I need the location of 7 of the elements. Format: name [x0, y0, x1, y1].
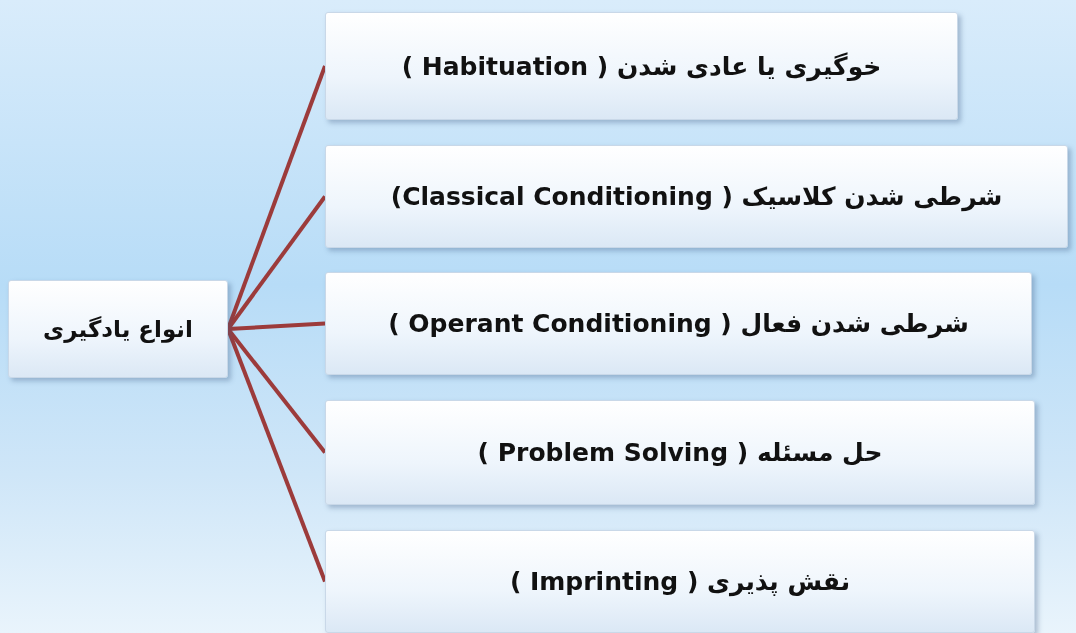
- category-box: حل مسئله ( Problem Solving ): [325, 400, 1035, 505]
- category-box: شرطی شدن فعال ( Operant Conditioning ): [325, 272, 1032, 375]
- category-box: شرطی شدن کلاسیک ( Classical Conditioning): [325, 145, 1068, 248]
- category-box: نقش پذیری ( Imprinting ): [325, 530, 1035, 633]
- topic-box: انواع یادگیری: [8, 280, 228, 378]
- connector-line: [227, 321, 326, 331]
- category-box: خوگیری یا عادی شدن ( Habituation ): [325, 12, 958, 120]
